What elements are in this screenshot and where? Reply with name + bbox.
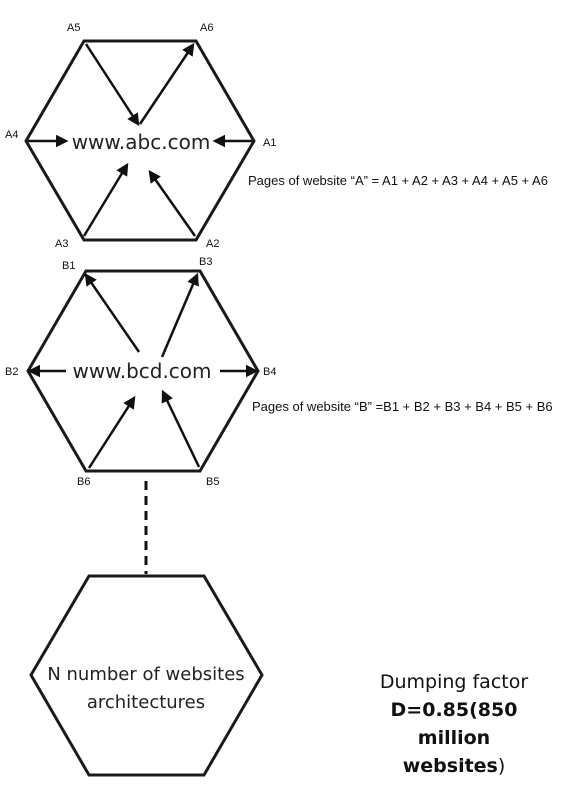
website-b-title: www.bcd.com: [72, 359, 211, 383]
node-b1-label: B1: [62, 260, 75, 272]
arrow-center-to-a6: [138, 42, 195, 125]
website-b-group: www.bcd.com B1 B2 B3 B4 B5 B6 Pages of w…: [5, 256, 553, 488]
website-n-group: N number of websites architectures: [29, 574, 264, 777]
damping-factor-bold: D=0.85(850 million websites: [390, 699, 518, 777]
website-n-hexagon: [29, 574, 264, 777]
damping-factor-note: Dumping factor D=0.85(850 million websit…: [366, 668, 542, 780]
website-a-group: www.abc.com A1 A2 A3 A4 A5 A6 Pages of w…: [5, 22, 548, 250]
website-a-title: www.abc.com: [72, 130, 211, 154]
arrow-a3-to-center: [82, 162, 129, 237]
node-b6-label: B6: [77, 476, 90, 488]
node-b3-label: B3: [199, 256, 212, 268]
website-n-line2: architectures: [87, 692, 205, 713]
website-b-formula: Pages of website “B” =B1 + B2 + B3 + B4 …: [252, 399, 553, 414]
node-a4-label: A4: [5, 129, 18, 141]
website-n-line1: N number of websites: [47, 664, 244, 685]
damping-factor-value: D=0.85(850 million websites): [366, 696, 542, 780]
node-a6-label: A6: [200, 22, 213, 34]
node-a5-label: A5: [67, 22, 80, 34]
arrow-center-to-b3: [160, 272, 199, 358]
node-b4-label: B4: [263, 366, 276, 378]
arrow-center-to-b1: [84, 272, 141, 353]
damping-factor-label: Dumping factor: [379, 671, 529, 693]
node-b5-label: B5: [206, 476, 219, 488]
node-b2-label: B2: [5, 366, 18, 378]
arrow-a2-to-center: [148, 169, 197, 237]
damping-factor-close: ): [497, 755, 506, 777]
website-a-formula: Pages of website “A” = A1 + A2 + A3 + A4…: [248, 173, 548, 188]
node-a2-label: A2: [206, 238, 219, 250]
website-a-hexagon: [24, 39, 256, 242]
arrow-a5-to-center: [84, 43, 140, 127]
node-a3-label: A3: [55, 238, 68, 250]
arrow-b6-to-center: [87, 395, 136, 469]
node-a1-label: A1: [263, 137, 276, 149]
arrow-b5-to-center: [161, 389, 201, 468]
